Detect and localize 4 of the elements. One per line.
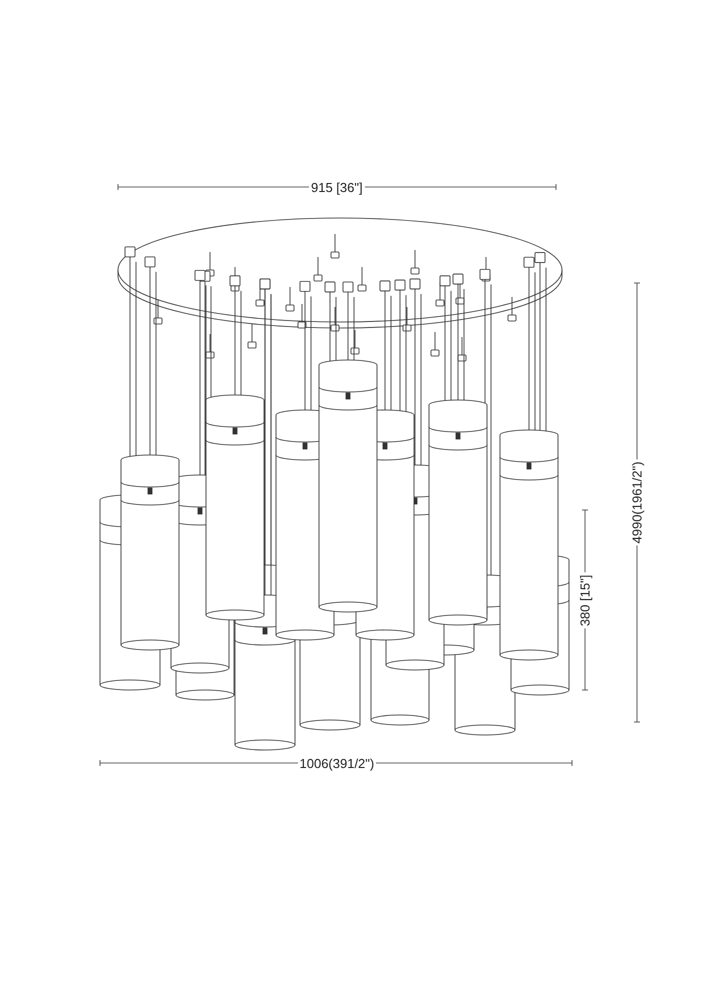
dimension-label: 1006(391/2"): [298, 756, 376, 770]
dimension-label: 380 [15"]: [577, 572, 592, 628]
dimension-label: 4990(1961/2"): [629, 459, 644, 545]
dimension-label: 915 [36"]: [309, 180, 365, 194]
